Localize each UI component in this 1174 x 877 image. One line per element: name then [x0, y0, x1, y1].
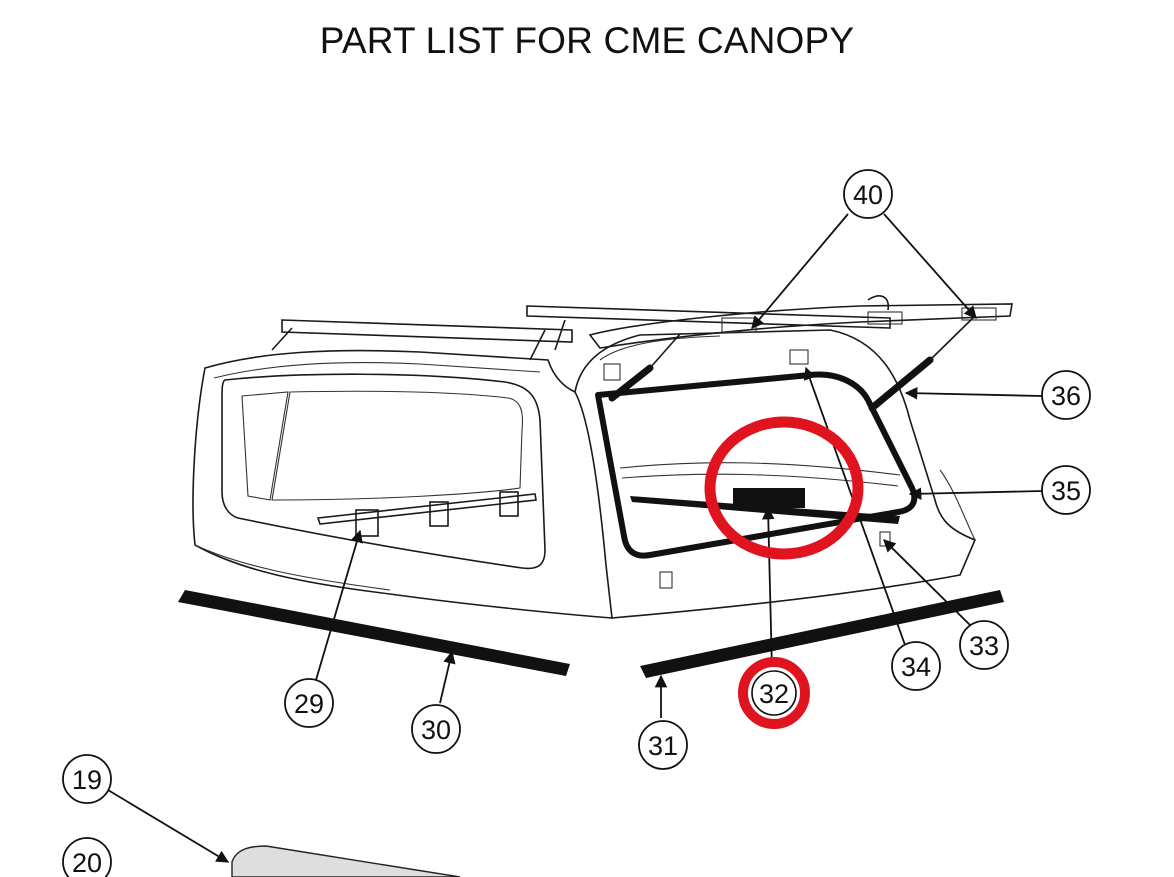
- callout-34[interactable]: 34: [891, 641, 941, 691]
- highlight-ring: [704, 416, 864, 560]
- seal-strip-right: [640, 590, 1004, 678]
- diagram-title: PART LIST FOR CME CANOPY: [319, 20, 855, 61]
- callout-32[interactable]: 32: [738, 657, 810, 729]
- svg-text:35: 35: [1051, 476, 1081, 506]
- callout-40[interactable]: 40: [843, 169, 893, 219]
- side-window-panel: [231, 845, 461, 877]
- svg-text:33: 33: [969, 631, 999, 661]
- callout-35[interactable]: 35: [1041, 465, 1091, 515]
- svg-text:30: 30: [421, 715, 451, 745]
- gas-strut: [608, 315, 976, 412]
- callout-31[interactable]: 31: [638, 720, 688, 770]
- svg-text:36: 36: [1051, 381, 1081, 411]
- callout-33[interactable]: 33: [959, 620, 1009, 670]
- callout-30[interactable]: 30: [411, 704, 461, 754]
- brake-light: [733, 488, 805, 508]
- svg-text:34: 34: [901, 652, 931, 682]
- svg-text:32: 32: [759, 679, 789, 709]
- rail-clamp: [355, 491, 519, 537]
- canopy-body: [192, 295, 1013, 619]
- svg-text:29: 29: [294, 689, 324, 719]
- roof-rack: [271, 295, 891, 361]
- callout-29[interactable]: 29: [284, 678, 334, 728]
- callout-20[interactable]: 20: [62, 837, 112, 877]
- seal-strip-left: [178, 590, 570, 676]
- svg-text:20: 20: [72, 848, 102, 877]
- callout-36[interactable]: 36: [1041, 370, 1091, 420]
- callout-19[interactable]: 19: [62, 754, 112, 804]
- leader-lines: [107, 213, 1043, 863]
- svg-text:31: 31: [648, 731, 678, 761]
- svg-text:19: 19: [72, 765, 102, 795]
- svg-text:40: 40: [853, 180, 883, 210]
